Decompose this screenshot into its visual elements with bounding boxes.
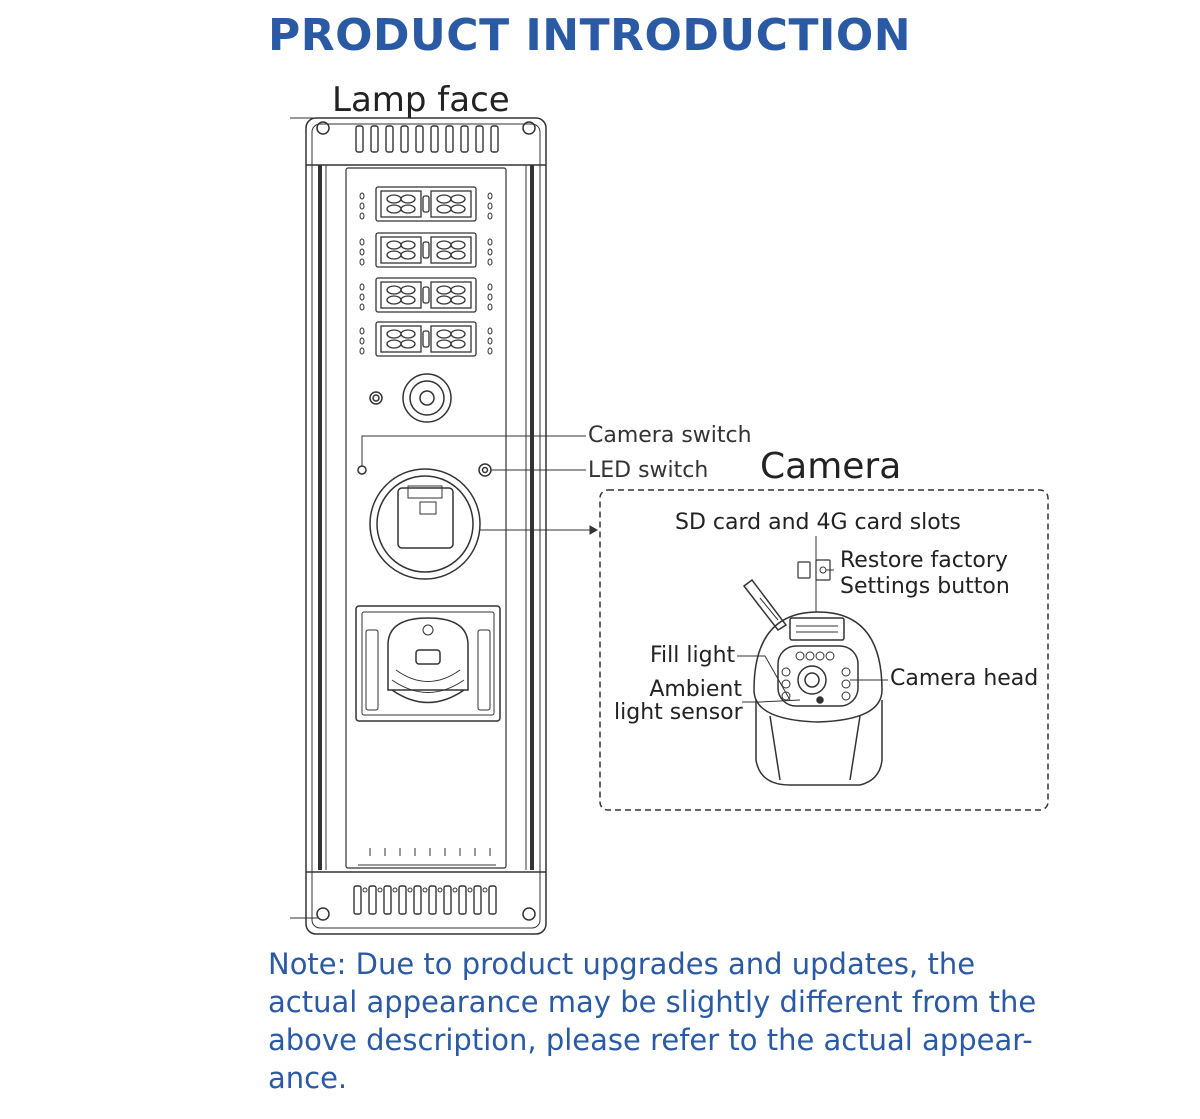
lamp-body (305, 117, 547, 935)
fill-light-label: Fill light (650, 643, 736, 668)
led-switch-label: LED switch (588, 458, 709, 483)
bottom-vents (353, 885, 497, 915)
camera-head-icon (742, 559, 883, 786)
ambient-label-line1: Ambient (649, 677, 742, 702)
restore-label-line2: Settings button (840, 574, 1010, 599)
led-modules (359, 186, 493, 357)
camera-head-label: Camera head (890, 666, 1039, 691)
page-title: PRODUCT INTRODUCTION (268, 10, 912, 61)
bottom-markers (358, 848, 496, 866)
sd-card-label: SD card and 4G card slots (675, 510, 961, 535)
camera-mount (369, 468, 481, 580)
restore-factory-label: Restore factory Settings button (840, 548, 1010, 600)
bracket (355, 605, 501, 722)
ambient-label-line2: light sensor (614, 700, 743, 725)
lens-icon (369, 373, 452, 423)
switch-markers (357, 463, 492, 477)
top-vents (355, 125, 499, 153)
camera-detail-box (599, 489, 1049, 811)
leader-lines (361, 435, 599, 535)
camera-switch-label: Camera switch (588, 423, 752, 448)
lamp-face-label: Lamp face (332, 80, 510, 120)
restore-label-line1: Restore factory (840, 548, 1008, 573)
camera-leader-lines (737, 536, 888, 703)
ambient-sensor-label: Ambient light sensor (614, 677, 743, 725)
camera-label: Camera (760, 446, 902, 487)
note-text: Note: Due to product upgrades and update… (268, 947, 1037, 1095)
